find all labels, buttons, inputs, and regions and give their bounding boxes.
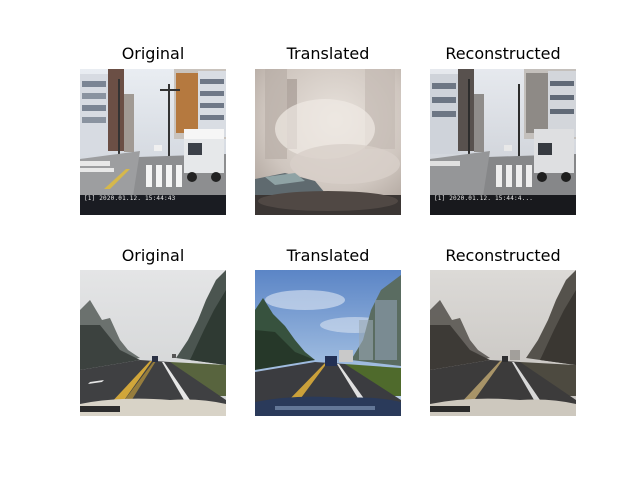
translated-city-image (255, 69, 401, 215)
panel-title-reconstructed-2: Reconstructed (445, 246, 561, 265)
timestamp-overlay: [1] 2020.01.12. 15:44:43 (84, 195, 176, 202)
original-city-image: [1] 2020.01.12. 15:44:43 (80, 69, 226, 215)
timestamp-overlay: [1] 2020.01.12. 15:44:4... (434, 195, 534, 202)
reconstructed-highway-image (430, 270, 576, 416)
reconstructed-city-image: [1] 2020.01.12. 15:44:4... (430, 69, 576, 215)
panel-title-reconstructed-1: Reconstructed (445, 44, 561, 63)
original-highway-image (80, 270, 226, 416)
panel-title-translated-1: Translated (286, 44, 370, 63)
panel-title-original-1: Original (121, 44, 185, 63)
panel-title-translated-2: Translated (286, 246, 370, 265)
panel-title-original-2: Original (121, 246, 185, 265)
translated-highway-image (255, 270, 401, 416)
